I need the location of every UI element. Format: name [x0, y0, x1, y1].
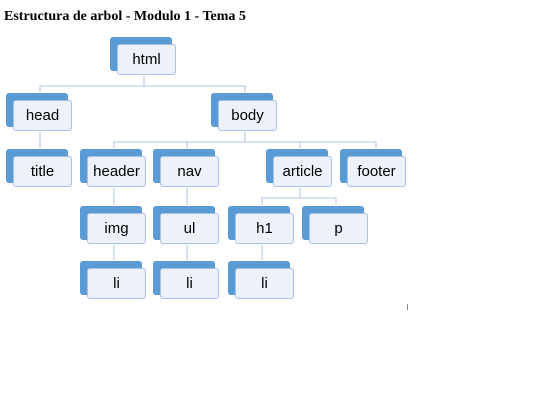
connector-body-children — [113, 132, 246, 148]
node-html: html — [110, 37, 178, 77]
node-label: p — [309, 213, 368, 244]
node-head: head — [6, 93, 74, 133]
node-label: html — [117, 44, 176, 75]
connector-article-p — [300, 197, 337, 205]
node-label: li — [87, 268, 146, 299]
connector-html-body — [144, 85, 246, 92]
connector-article-children — [261, 188, 301, 205]
node-header: header — [80, 149, 148, 189]
node-label: body — [218, 100, 277, 131]
node-label: footer — [347, 156, 406, 187]
node-label: ul — [160, 213, 219, 244]
node-label: li — [235, 268, 294, 299]
node-footer: footer — [340, 149, 408, 189]
text-cursor-mark — [407, 304, 408, 310]
node-h1: h1 — [228, 206, 296, 246]
node-label: title — [13, 156, 72, 187]
node-title: title — [6, 149, 74, 189]
node-nav: nav — [153, 149, 221, 189]
node-label: nav — [160, 156, 219, 187]
node-label: article — [273, 156, 332, 187]
node-label: head — [13, 100, 72, 131]
node-li-article: li — [228, 261, 296, 301]
page-title: Estructura de arbol - Modulo 1 - Tema 5 — [4, 9, 246, 24]
node-ul: ul — [153, 206, 221, 246]
node-p: p — [302, 206, 370, 246]
node-li-nav: li — [153, 261, 221, 301]
node-img: img — [80, 206, 148, 246]
node-article: article — [266, 149, 334, 189]
node-label: h1 — [235, 213, 294, 244]
node-label: header — [87, 156, 146, 187]
node-body: body — [211, 93, 279, 133]
connector-html-children — [39, 76, 145, 92]
node-label: img — [87, 213, 146, 244]
node-li-header: li — [80, 261, 148, 301]
node-label: li — [160, 268, 219, 299]
